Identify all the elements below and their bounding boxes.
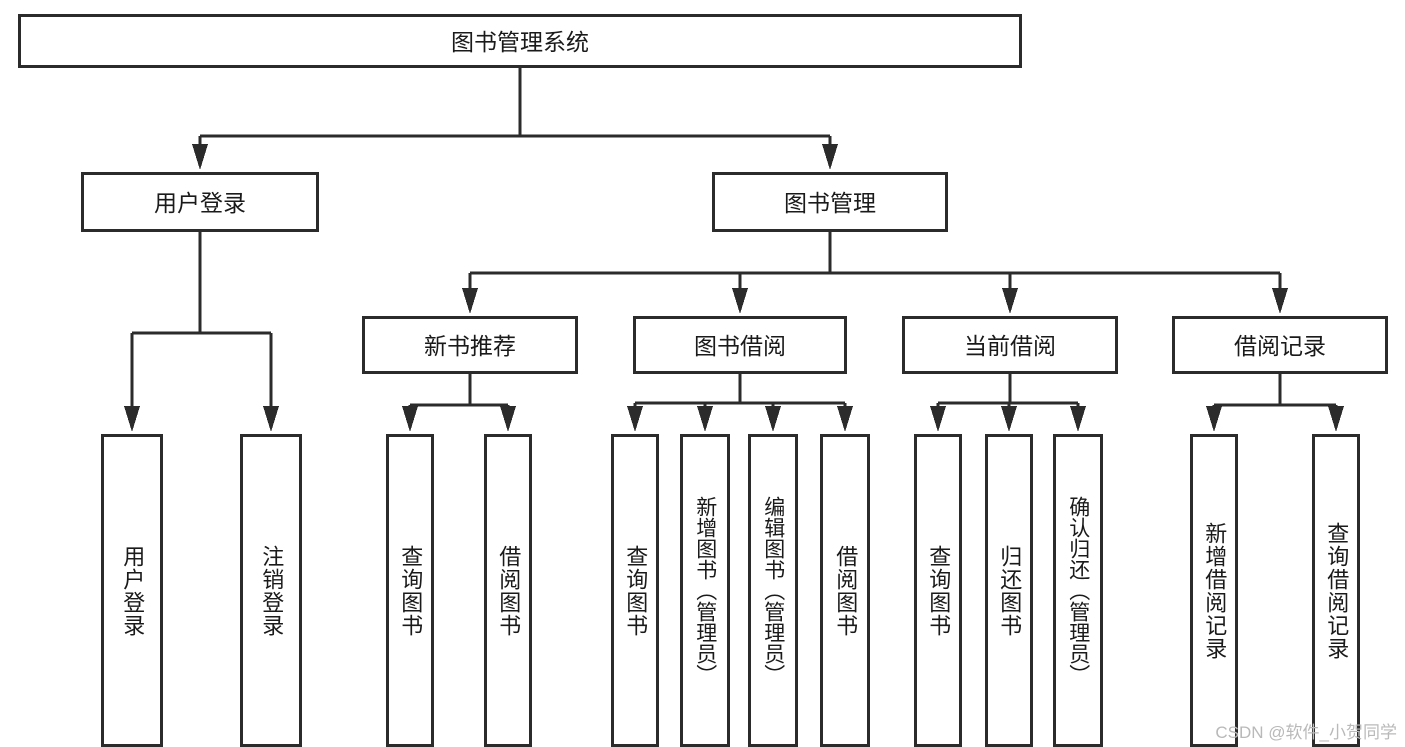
connector-group-c-borrowrecord-split	[1206, 374, 1344, 432]
node-box-borrow-record[interactable]	[1172, 316, 1388, 374]
node-label-current-borrow: 当前借阅	[964, 333, 1056, 359]
connector-group-c-bookborrow-split	[627, 374, 853, 432]
node-box-book-borrow[interactable]	[633, 316, 847, 374]
node-box-leaf-edit-book[interactable]	[748, 434, 798, 747]
arrowhead-icon	[1002, 288, 1018, 314]
node-label-borrow-record: 借阅记录	[1234, 333, 1326, 359]
arrowhead-icon	[697, 406, 713, 432]
connector-group-c-root-split	[192, 68, 838, 170]
arrowhead-icon	[1001, 406, 1017, 432]
arrowhead-icon	[627, 406, 643, 432]
node-label-book-manage: 图书管理	[784, 190, 876, 216]
node-box-new-book-rec[interactable]	[362, 316, 578, 374]
node-box-book-manage[interactable]	[712, 172, 948, 232]
connector-group-c-userlogin-split	[124, 232, 279, 432]
csdn-watermark: CSDN @软件_小贺同学	[1215, 723, 1397, 742]
arrowhead-icon	[500, 406, 516, 432]
arrowhead-icon	[263, 406, 279, 432]
connector-group-c-currentborrow-split	[930, 374, 1086, 432]
connector-group-c-bookmanage-split	[462, 232, 1288, 314]
node-label-root: 图书管理系统	[451, 29, 589, 55]
node-box-current-borrow[interactable]	[902, 316, 1118, 374]
node-box-leaf-query-book-cur[interactable]	[914, 434, 962, 747]
node-box-root[interactable]	[18, 14, 1022, 68]
arrowhead-icon	[124, 406, 140, 432]
node-box-leaf-borrow-book[interactable]	[820, 434, 870, 747]
node-label-new-book-rec: 新书推荐	[424, 333, 516, 359]
arrowhead-icon	[1272, 288, 1288, 314]
node-box-leaf-return-book[interactable]	[985, 434, 1033, 747]
node-box-leaf-query-record[interactable]	[1312, 434, 1360, 747]
node-box-leaf-query-book-rec[interactable]	[386, 434, 434, 747]
node-box-leaf-logout[interactable]	[240, 434, 302, 747]
arrowhead-icon	[402, 406, 418, 432]
arrowhead-icon	[930, 406, 946, 432]
node-box-leaf-confirm-return[interactable]	[1053, 434, 1103, 747]
arrowhead-icon	[192, 144, 208, 170]
arrowhead-icon	[1206, 406, 1222, 432]
node-box-user-login[interactable]	[81, 172, 319, 232]
node-label-user-login: 用户登录	[154, 190, 246, 216]
node-box-layer	[18, 14, 1388, 747]
node-box-leaf-add-record[interactable]	[1190, 434, 1238, 747]
arrowhead-icon	[837, 406, 853, 432]
node-box-leaf-query-book-borrow[interactable]	[611, 434, 659, 747]
node-box-leaf-borrow-book-rec[interactable]	[484, 434, 532, 747]
node-box-leaf-user-login[interactable]	[101, 434, 163, 747]
node-label-book-borrow: 图书借阅	[694, 333, 786, 359]
node-box-leaf-add-book[interactable]	[680, 434, 730, 747]
arrowhead-icon	[765, 406, 781, 432]
arrowhead-icon	[732, 288, 748, 314]
connector-group-c-newbook-split	[402, 374, 516, 432]
arrowhead-icon	[462, 288, 478, 314]
connector-layer	[124, 68, 1344, 432]
arrowhead-icon	[1328, 406, 1344, 432]
arrowhead-icon	[1070, 406, 1086, 432]
arrowhead-icon	[822, 144, 838, 170]
